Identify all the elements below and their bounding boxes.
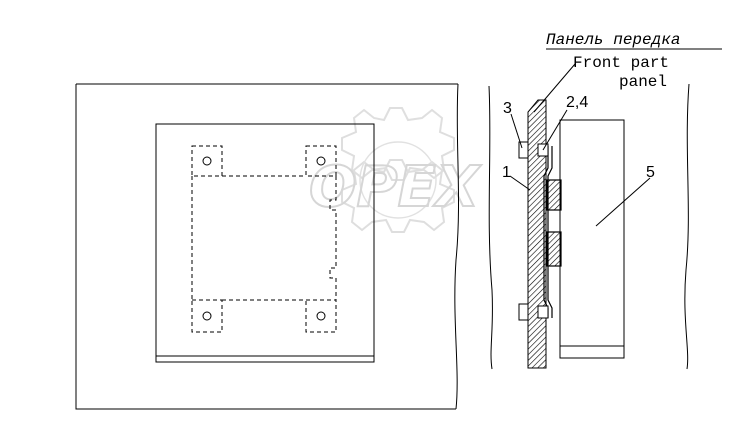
watermark-logo: OPEX [308,107,483,233]
callout-2-4: 2,4 [566,94,588,111]
body-outline [75,83,460,410]
title-block: Панель передка Front part panel [546,31,722,91]
front-panel-section [527,99,547,369]
title-en-line2: panel [619,73,667,91]
bolt-holes [202,156,326,321]
section-outline [488,83,690,370]
callout-1: 1 [502,164,511,181]
callouts: 3 2,4 1 5 [502,94,655,181]
unit-5 [559,119,625,359]
title-en-line1: Front part [573,54,669,72]
title-ru: Панель передка [546,31,680,49]
callout-5: 5 [646,164,655,181]
watermark-text: OPEX [309,155,482,220]
mounting-bracket-hidden [191,145,337,333]
callout-3: 3 [503,100,512,117]
leader-lines [509,63,651,227]
panel-front-view [155,123,375,363]
bracket-section [543,146,562,318]
